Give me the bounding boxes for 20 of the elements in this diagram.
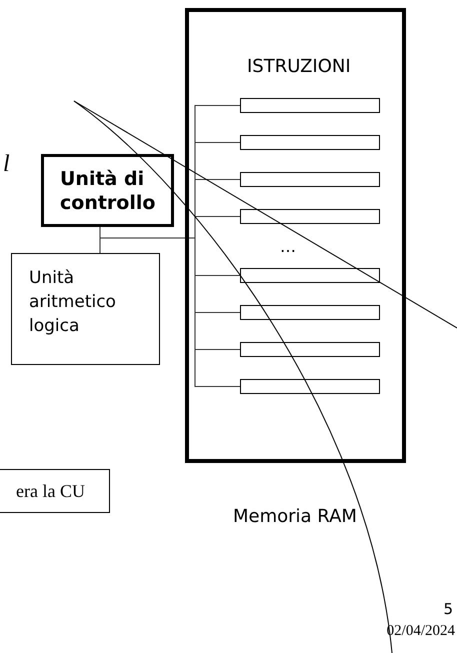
- alu-box: [11, 253, 160, 365]
- memory-cell: [240, 379, 380, 394]
- unit-title: Unità di controllo: [60, 166, 156, 214]
- unit-title: Unità aritmetico logica: [29, 267, 117, 338]
- memory-cell: [240, 172, 380, 187]
- memory-cell: [240, 305, 380, 320]
- page-number: 5: [443, 600, 453, 618]
- variable-letter: l: [3, 150, 10, 178]
- memory-cell: [240, 98, 380, 113]
- note-text: era la CU: [16, 480, 85, 502]
- memory-cell: [240, 135, 380, 150]
- memory-caption: Memoria RAM: [233, 506, 357, 528]
- note-box: [0, 469, 110, 513]
- ellipsis-text: …: [280, 238, 296, 256]
- memory-cell: [240, 209, 380, 224]
- memory-cell: [240, 342, 380, 357]
- connector-line: [100, 226, 240, 387]
- memory-heading: ISTRUZIONI: [247, 56, 351, 78]
- memory-cell: [240, 268, 380, 283]
- control-unit-box: [41, 154, 174, 227]
